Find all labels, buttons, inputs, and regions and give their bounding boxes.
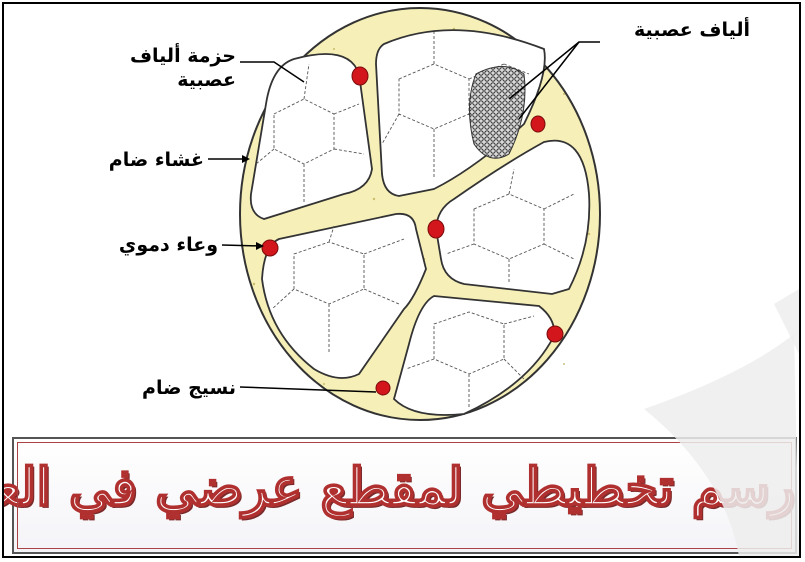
vessel-left xyxy=(262,240,278,256)
vessel-bottom xyxy=(376,381,390,395)
label-blood-vessel: وعاء دموي xyxy=(72,233,218,257)
vessel-center xyxy=(428,220,444,238)
caption-box: رسم تخطيطي لمقطع عرضي في العصب xyxy=(12,437,797,554)
label-nerve-bundle: حزمة ألياف عصبية xyxy=(66,44,236,92)
vessel-top xyxy=(352,67,368,85)
label-connective-membrane: غشاء ضام xyxy=(82,148,204,172)
vessel-bottom-right xyxy=(547,326,563,342)
caption-text: رسم تخطيطي لمقطع عرضي في العصب xyxy=(14,457,795,518)
label-connective-tissue: نسيج ضام xyxy=(96,376,236,400)
vessel-right xyxy=(531,116,545,132)
label-nerve-fibers: ألياف عصبية xyxy=(600,18,750,42)
